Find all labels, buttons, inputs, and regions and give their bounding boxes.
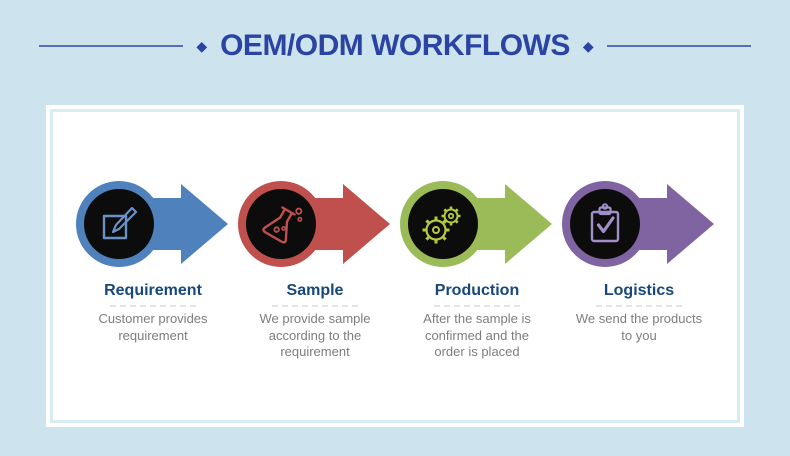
workflow-steps: Requirement Customer provides requiremen…: [75, 176, 717, 361]
workflow-card-inner: Requirement Customer provides requiremen…: [50, 109, 740, 423]
production-arrow: [400, 181, 552, 267]
page-header: ◆ OEM/ODM WORKFLOWS ◆: [0, 24, 790, 68]
sample-arrow: [238, 181, 390, 267]
edit-icon: [102, 206, 138, 240]
step-divider: [434, 305, 520, 307]
step-description: We send the products to you: [575, 311, 703, 343]
header-rule-left: [39, 45, 184, 47]
header-rule-right: [606, 45, 751, 47]
requirement-arrow: [76, 181, 228, 267]
diamond-icon: ◆: [582, 38, 594, 54]
workflow-card: Requirement Customer provides requiremen…: [46, 105, 744, 427]
step-label: Requirement: [104, 282, 202, 299]
step-ring-core: [84, 189, 154, 259]
diamond-icon: ◆: [196, 38, 208, 54]
clipboard-check-icon: [590, 203, 620, 243]
flask-icon: [262, 206, 303, 244]
logistics-arrow: [562, 181, 714, 267]
page-title: OEM/ODM WORKFLOWS: [220, 29, 570, 62]
step-label: Logistics: [603, 282, 675, 299]
step-divider: [596, 305, 682, 307]
gears-icon: [422, 206, 461, 244]
step-production: Production After the sample is confirmed…: [399, 176, 555, 361]
step-description: We provide sample according to the requi…: [259, 311, 371, 360]
step-description: Customer provides requirement: [98, 311, 208, 343]
step-ring-core: [570, 189, 640, 259]
step-description: After the sample is confirmed and the or…: [423, 311, 531, 360]
step-logistics: Logistics We send the products to you: [561, 176, 717, 361]
step-divider: [272, 305, 358, 307]
step-label: Production: [434, 282, 520, 299]
step-ring-core: [246, 189, 316, 259]
step-label: Sample: [286, 282, 344, 299]
step-divider: [110, 305, 196, 307]
step-requirement: Requirement Customer provides requiremen…: [75, 176, 231, 361]
step-sample: Sample We provide sample according to th…: [237, 176, 393, 361]
